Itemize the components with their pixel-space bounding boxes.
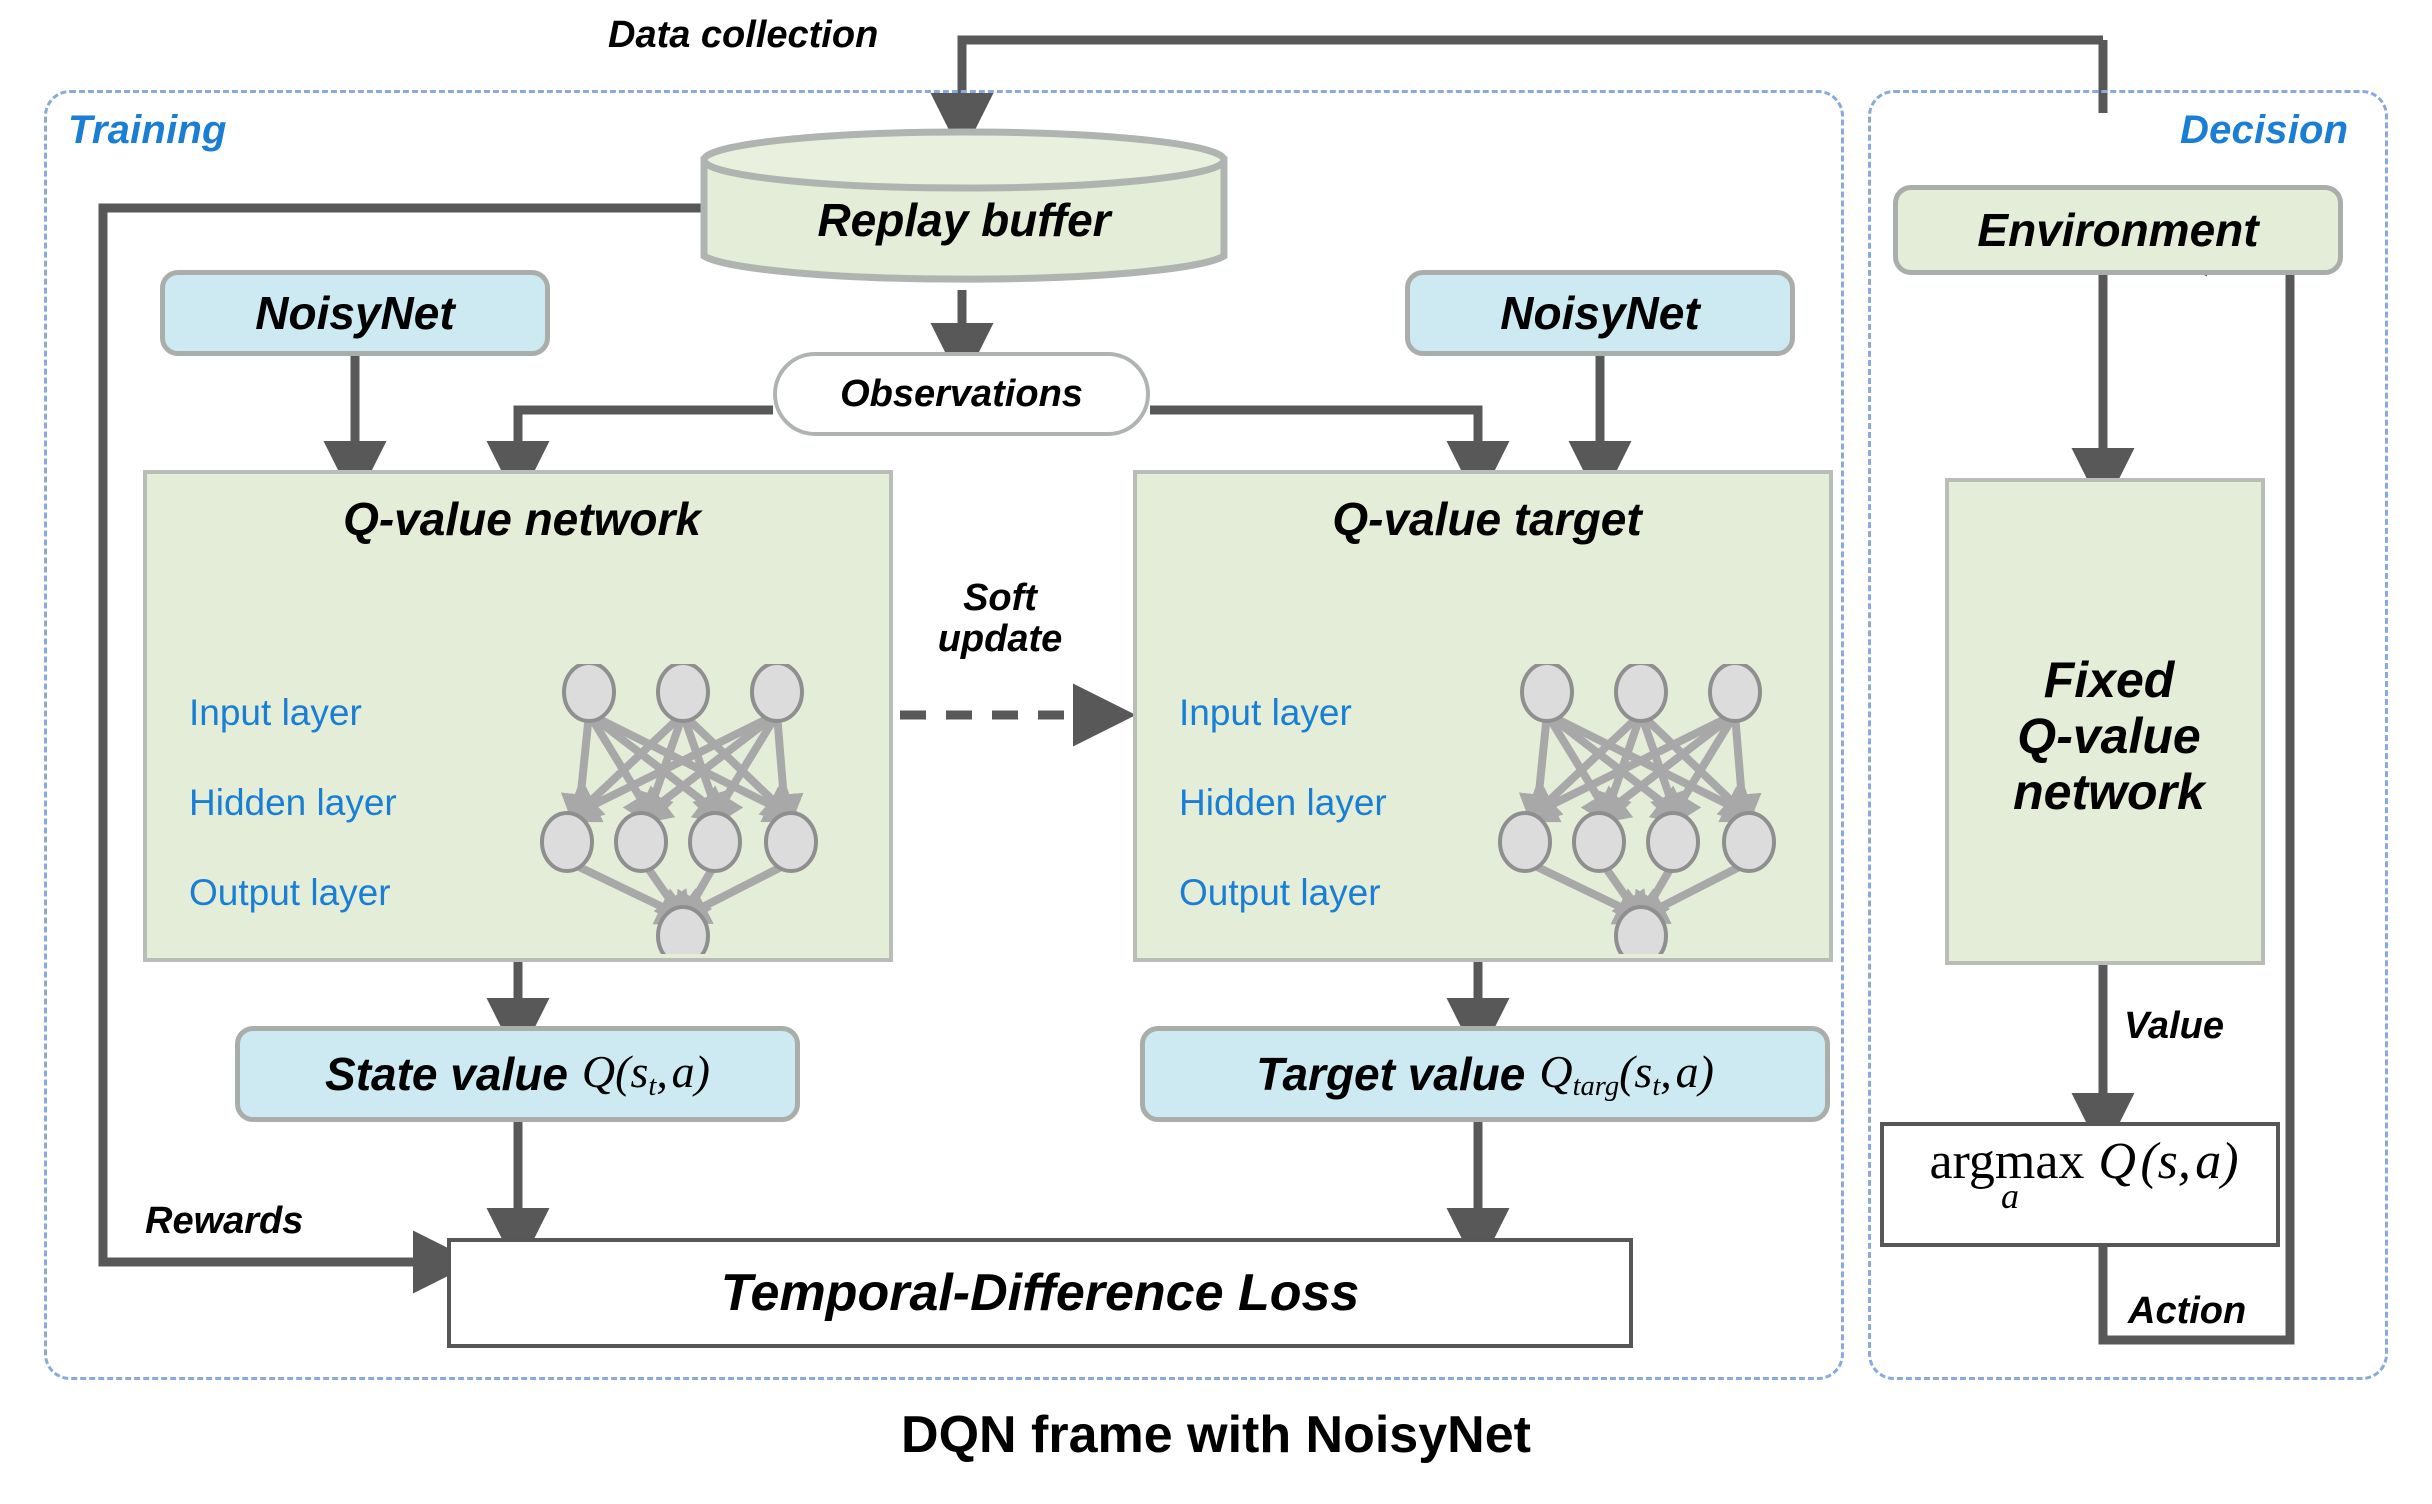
replay-buffer-label-wrap: Replay buffer [700,172,1228,268]
fixed-q-value-network-label-wrap: Fixed Q-value network [1949,652,2269,820]
q-value-network-input-layer-label: Input layer [189,692,362,733]
replay-buffer-cylinder-icon [700,128,1228,283]
argmax-operator: argmax [1929,1133,2085,1190]
replay-buffer: Replay buffer [700,128,1228,288]
q-value-network-output-layer-label: Output layer [189,872,391,913]
argmax-subscript: a [2001,1176,2019,1216]
environment-label: Environment [1977,204,2259,256]
q-value-network-panel: Q-value network Input layer Hidden layer… [143,470,893,962]
state-value-prefix: State value [325,1048,568,1100]
edge-label-data-collection: Data collection [608,14,879,56]
q-value-target-nn-graphic [1498,664,1776,954]
noisynet-left-label: NoisyNet [255,287,455,339]
fixed-q-value-network-line1: Fixed [2043,652,2175,708]
edge-label-soft-update-line2: update [937,618,1063,661]
state-value-formula: Q(st, a) [581,1046,710,1102]
state-value-box: State value Q(st, a) [235,1026,800,1122]
q-value-target-title: Q-value target [1332,493,1642,545]
q-value-network-nn-graphic [540,664,818,954]
q-value-network-title-wrap: Q-value network [147,488,897,550]
edge-label-rewards: Rewards [145,1200,304,1242]
group-label-training: Training [68,108,227,152]
observations-box: Observations [773,352,1150,436]
td-loss-label: Temporal-Difference Loss [720,1264,1360,1322]
fixed-q-value-network-line2: Q-value [2017,708,2201,764]
td-loss-box: Temporal-Difference Loss [447,1238,1633,1348]
q-value-target-output-layer-label: Output layer [1179,872,1381,913]
fixed-q-value-network-box: Fixed Q-value network [1945,478,2265,965]
group-label-decision: Decision [2180,108,2349,152]
q-value-target-title-wrap: Q-value target [1137,488,1837,550]
edge-label-soft-update: Soft update [900,577,1100,661]
noisynet-right-label: NoisyNet [1500,287,1700,339]
target-value-formula: Qtarg(st, a) [1539,1046,1714,1102]
q-value-network-hidden-layer-label: Hidden layer [189,782,397,823]
replay-buffer-label: Replay buffer [817,194,1111,246]
q-value-target-input-layer-label: Input layer [1179,692,1352,733]
edge-label-value: Value [2124,1005,2224,1047]
noisynet-left-box: NoisyNet [160,270,550,356]
edge-label-action: Action [2128,1290,2247,1332]
fixed-q-value-network-line3: network [2013,764,2205,820]
observations-label: Observations [840,372,1083,415]
q-value-network-title: Q-value network [343,493,701,545]
group-panel-training [44,90,1844,1380]
q-value-target-hidden-layer-label: Hidden layer [1179,782,1387,823]
q-value-target-panel: Q-value target Input layer Hidden layer … [1133,470,1833,962]
target-value-prefix: Target value [1256,1048,1526,1100]
argmax-expression: Q (s, a) [2098,1133,2239,1190]
edge-label-soft-update-line1: Soft [963,577,1037,619]
target-value-box: Target value Qtarg(st, a) [1140,1026,1830,1122]
group-panel-decision [1868,90,2388,1380]
noisynet-right-box: NoisyNet [1405,270,1795,356]
environment-box: Environment [1893,185,2343,275]
figure-caption: DQN frame with NoisyNet [901,1406,1531,1464]
